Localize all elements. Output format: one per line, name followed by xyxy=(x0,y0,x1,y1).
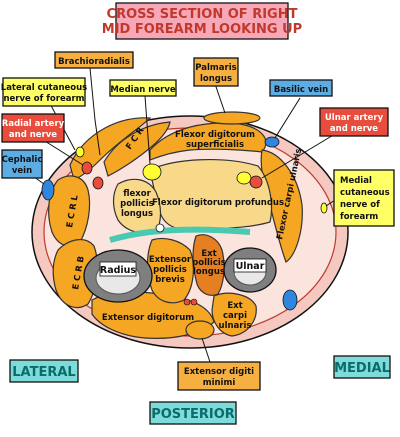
fpl-label-line-2: pollicis xyxy=(120,199,154,209)
medial-text: MEDIAL xyxy=(334,361,390,376)
lateral-label-box: LATERAL xyxy=(9,359,79,383)
cephalic-vein-dot xyxy=(41,179,55,201)
posterior-red-dot-1 xyxy=(183,298,191,306)
ulna-label: Ulnar xyxy=(236,261,265,272)
medial-cutaneous-line-2: cutaneous xyxy=(340,188,390,198)
extensor-digitorum-label: Extensor digitorum xyxy=(102,313,194,323)
epl-label-line-1: Ext xyxy=(201,249,216,259)
fpl-label-line-1: flexor xyxy=(123,189,151,199)
palmaris-line-2: longus xyxy=(200,74,232,84)
posterior-text: POSTERIOR xyxy=(151,407,235,422)
fdp-muscle xyxy=(149,159,273,231)
radius-label: Radius xyxy=(100,265,137,276)
cephalic-line-2: vein xyxy=(12,166,32,176)
fds-label-line-1: Flexor digitorum xyxy=(175,130,255,140)
interosseous-membrane xyxy=(109,226,251,243)
radial-artery-callout: Radial artery and nerve xyxy=(1,113,65,143)
medial-label-box: MEDIAL xyxy=(333,355,391,379)
medial-cutaneous-line-3: nerve of xyxy=(340,200,380,210)
ecu-label-line-2: carpi xyxy=(223,311,247,321)
fcr-muscle xyxy=(103,121,171,177)
ulnar-nerve-dot xyxy=(249,175,263,189)
extensor-digiti-minimi-muscle xyxy=(185,320,215,340)
ecu-label-line-3: ulnaris xyxy=(219,321,252,331)
radial-artery-dot xyxy=(81,161,93,175)
medial-cutaneous-line-1: Medial xyxy=(340,176,372,186)
lateral-cutaneous-line-1: Lateral cutaneous xyxy=(1,83,87,93)
lateral-cutaneous-callout: Lateral cutaneous nerve of forearm xyxy=(1,77,87,107)
cephalic-line-1: Cephalic xyxy=(2,155,43,165)
ext-digiti-minimi-line-2: minimi xyxy=(203,378,236,388)
ecu-muscle xyxy=(211,292,257,337)
epl-label-line-2: pollicis xyxy=(192,258,226,268)
ecrb-muscle xyxy=(52,239,98,309)
epl-label-line-3: longus xyxy=(193,267,225,277)
title-line-2: MID FOREARM LOOKING UP xyxy=(102,22,302,37)
ulna-bone: Ulnar xyxy=(223,247,277,293)
basilic-vein-callout: Basilic vein xyxy=(269,79,333,97)
epb-label-line-1: Extensor xyxy=(149,255,192,265)
posterior-label-box: POSTERIOR xyxy=(149,401,237,425)
palmaris-longus-muscle xyxy=(203,111,261,125)
posterior-blue-vein-dot xyxy=(282,289,298,311)
posterior-red-dot-2 xyxy=(190,298,198,306)
basilic-vein-dot xyxy=(264,136,280,148)
epb-label-line-2: pollicis xyxy=(153,265,187,275)
fpl-label-line-3: longus xyxy=(121,209,153,219)
lateral-cutaneous-dot xyxy=(92,176,104,190)
radius-bone: Radius xyxy=(83,249,153,303)
fdp-label: Flexor digitorum profundus xyxy=(152,198,284,208)
ulnar-artery-line-2: and nerve xyxy=(330,124,378,134)
radial-nerve-dot xyxy=(75,146,85,158)
ext-digiti-minimi-line-1: Extensor digiti xyxy=(184,367,254,377)
medial-cutaneous-dot xyxy=(320,202,328,214)
title-box: CROSS SECTION OF RIGHT MID FOREARM LOOKI… xyxy=(102,2,302,40)
brachioradialis-text: Brachioradialis xyxy=(58,57,130,67)
cephalic-vein-callout: Cephalic vein xyxy=(1,149,43,179)
median-nerve-text: Median nerve xyxy=(110,85,176,95)
median-nerve-callout: Median nerve xyxy=(109,79,177,97)
extensor-digiti-minimi-callout: Extensor digiti minimi xyxy=(177,361,261,391)
epb-label-line-3: brevis xyxy=(155,275,185,285)
ecu-label-line-1: Ext xyxy=(227,301,242,311)
lateral-text: LATERAL xyxy=(12,365,75,380)
medial-cutaneous-line-4: forearm xyxy=(340,212,378,222)
palmaris-longus-callout: Palmaris longus xyxy=(193,57,239,87)
basilic-vein-text: Basilic vein xyxy=(274,85,328,95)
radial-artery-line-1: Radial artery xyxy=(2,119,65,129)
ulnar-artery-callout: Ulnar artery and nerve xyxy=(319,107,389,137)
radial-artery-line-2: and nerve xyxy=(9,130,57,140)
ulnar-artery-line-1: Ulnar artery xyxy=(325,113,384,123)
medial-cutaneous-callout: Medial cutaneous nerve of forearm xyxy=(333,169,395,227)
fds-label-line-2: superficialis xyxy=(186,140,244,150)
ulnar-artery-dot xyxy=(236,171,252,185)
palmaris-line-1: Palmaris xyxy=(195,63,236,73)
title-line-1: CROSS SECTION OF RIGHT xyxy=(107,7,298,22)
fpl-small-dot xyxy=(155,223,165,233)
median-nerve-dot xyxy=(142,163,162,181)
lateral-cutaneous-line-2: nerve of forearm xyxy=(3,94,84,104)
brachioradialis-callout: Brachioradialis xyxy=(54,51,134,69)
